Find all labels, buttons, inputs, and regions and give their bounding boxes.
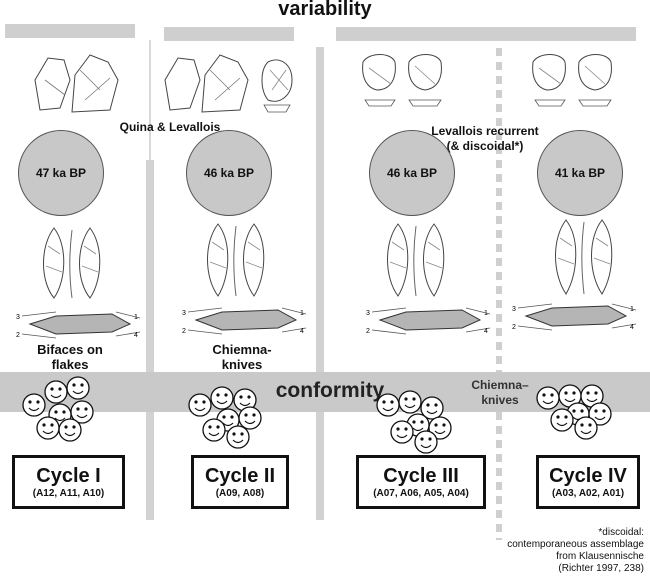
bifaces-label-line1: Bifaces on [37,342,103,357]
cycle-box-1: Cycle I (A12, A11, A10) [12,455,125,509]
smiley-face-icon [558,384,582,408]
smiley-face-icon [390,420,414,444]
smiley-face-icon [550,408,574,432]
cycle-box-2: Cycle II (A09, A08) [191,455,289,509]
variability-bar-3 [336,27,636,41]
smiley-face-icon [574,416,598,440]
date-label-1: 47 ka BP [35,166,87,180]
cycle-sites-4: (A03, A02, A01) [551,488,625,499]
smiley-face-icon [202,418,226,442]
smiley-face-icon [66,376,90,400]
chiemna-knives-right-label-line2: knives [481,393,519,407]
svg-text:1: 1 [300,310,304,317]
smiley-face-icon [414,430,438,454]
smiley-face-icon [233,388,257,412]
levallois-recurrent-label-line1: Levallois recurrent [431,124,539,138]
section-num-3: 3 [16,314,20,321]
smiley-face-icon [238,406,262,430]
biface-drawing-2 [207,223,265,297]
core-drawing-4 [532,54,612,107]
date-circle-2: 46 ka BP [186,130,272,216]
svg-text:4: 4 [300,328,304,335]
cycle-box-3: Cycle III (A07, A06, A05, A04) [356,455,486,509]
smiley-face-icon [44,380,68,404]
smiley-face-icon [226,425,250,449]
quina-levallois-label: Quina & Levallois [119,120,221,134]
biface-drawing-3 [387,223,445,297]
svg-text:3: 3 [182,310,186,317]
smiley-face-icon [70,400,94,424]
section-diagram-4: 3 2 1 4 [512,303,637,331]
smiley-face-icon [36,416,60,440]
footnote-line2: contemporaneous assemblage [507,539,644,550]
variability-bar-1 [5,24,135,38]
levallois-recurrent-label-line2: (& discoidal*) [446,139,524,153]
smiley-face-icon [536,386,560,410]
date-label-3: 46 ka BP [386,166,438,180]
core-drawing-3 [362,54,442,107]
conformity-label: conformity [275,379,385,402]
smiley-face-icon [398,390,422,414]
date-label-4: 41 ka BP [554,166,606,180]
footnote-line4: (Richter 1997, 238) [558,563,644,574]
svg-text:4: 4 [484,328,488,335]
divider-1 [146,160,154,520]
section-diagram-1: 3 2 1 4 [16,311,141,339]
footnote: *discoidal: contemporaneous assemblage f… [507,527,644,575]
cycle-box-4: Cycle IV (A03, A02, A01) [536,455,640,509]
smiley-face-icon [420,396,444,420]
svg-text:2: 2 [366,328,370,335]
cycle-sites-1: (A12, A11, A10) [32,488,105,499]
section-diagram-3: 3 2 1 4 [366,307,491,335]
biface-drawing-1 [43,227,101,299]
smiley-face-icon [188,393,212,417]
smiley-face-icon [428,416,452,440]
chiemna-knives-label-line2: knives [221,357,263,372]
smiley-face-icon [376,393,400,417]
svg-text:3: 3 [512,306,516,313]
footnote-line1: *discoidal: [598,527,644,538]
bifaces-label-line2: flakes [51,357,89,372]
core-drawing-1 [34,54,119,113]
date-circle-1: 47 ka BP [18,130,104,216]
svg-text:2: 2 [512,324,516,331]
svg-text:4: 4 [630,324,634,331]
divider-3-dashed [496,48,502,540]
section-diagram-2: 3 2 1 4 [182,307,307,335]
date-circle-3: 46 ka BP [369,130,455,216]
cycle-name-4: Cycle IV [549,465,627,487]
footnote-line3: from Klausennische [556,551,644,562]
biface-drawing-4 [555,219,613,295]
smiley-face-icon [588,402,612,426]
divider-top-line [149,40,151,160]
variability-bar-2 [164,27,294,41]
date-circle-4: 41 ka BP [537,130,623,216]
smiley-face-icon [210,386,234,410]
chiemna-knives-label-line1: Chiemna- [212,342,272,357]
svg-text:1: 1 [484,310,488,317]
svg-text:1: 1 [630,306,634,313]
section-num-2: 2 [16,332,20,339]
divider-2 [316,47,324,520]
smiley-face-icon [58,418,82,442]
date-label-2: 46 ka BP [203,166,255,180]
svg-text:3: 3 [366,310,370,317]
cycle-name-1: Cycle I [36,465,101,487]
cycle-sites-3: (A07, A06, A05, A04) [373,488,469,499]
section-num-1: 1 [134,314,138,321]
cycle-sites-2: (A09, A08) [215,488,265,499]
cycle-name-3: Cycle III [383,465,459,487]
svg-text:2: 2 [182,328,186,335]
variability-label: variability [278,0,372,20]
cycle-name-2: Cycle II [204,465,276,487]
core-drawing-2 [164,54,293,113]
section-num-4: 4 [134,332,138,339]
chiemna-knives-right-label-line1: Chiemna– [471,378,529,392]
smiley-face-icon [22,393,46,417]
